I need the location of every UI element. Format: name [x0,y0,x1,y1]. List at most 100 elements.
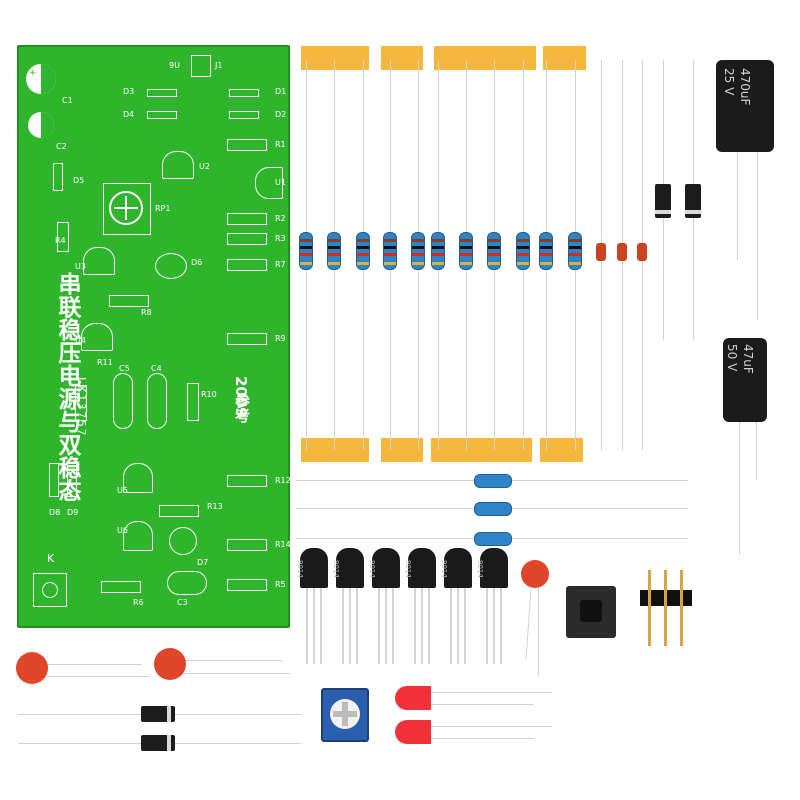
tape-bottom-2 [381,438,423,462]
transistor-9014: 9014 [368,548,400,588]
svg-text:+: + [29,68,37,78]
d7-footprint [169,527,197,555]
c1-footprint: + [26,64,56,94]
r3-footprint [227,233,267,245]
transistor-9014: 9014 [332,548,364,588]
c2-footprint [28,112,54,138]
label-j1: J1 [215,61,223,70]
transistor-lead [493,588,495,664]
label-u2: U2 [199,162,210,171]
rectifier-diode [685,184,701,218]
resistor-horizontal [474,474,512,488]
u4-footprint [81,323,113,351]
resistor [539,232,553,270]
label-u4: U4 [75,336,86,345]
label-d3: D3 [123,87,135,96]
ceramic-capacitor [16,652,48,684]
r4-footprint [57,222,69,252]
transistor-marking: 9014 [476,560,484,578]
label-r5: R5 [275,580,286,589]
transistor-lead [500,588,502,664]
electrolytic-capacitor-47uf: 47uF 50 V [723,338,767,422]
electrolytic-capacitor-470uf: 470uF 25 V [716,60,774,152]
transistor-lead [349,588,351,664]
resistor [459,232,473,270]
label-r11: R11 [97,358,113,367]
tape-top-1 [301,46,369,70]
label-d2: D2 [275,110,287,119]
transistor-9014: 9014 [296,548,328,588]
red-led [395,720,431,744]
transistor-marking: 9014 [332,560,340,578]
board-ref-cn: 参考 [233,393,251,423]
r10-footprint [187,383,199,421]
cap-lower-voltage: 50 V [725,344,739,372]
resistor [356,232,370,270]
label-9u: 9U [169,61,180,70]
ceramic-lead [40,676,150,677]
trimmer-potentiometer [321,688,369,742]
led-lead [426,726,552,727]
transistor-lead [320,588,322,664]
transistor-lead [450,588,452,664]
label-r7: R7 [275,260,286,269]
rp1-footprint [103,183,151,235]
r1-footprint [227,139,267,151]
cap-upper-value: 470uF [738,68,752,106]
rectifier-diode [655,184,671,218]
cap-lead [756,420,757,480]
transistor-marking: 9014 [368,560,376,578]
header-pin [664,570,667,646]
d3-footprint [147,89,177,97]
resistor [383,232,397,270]
label-rp1: RP1 [155,204,171,213]
r6-footprint [101,581,141,593]
r14-footprint [227,539,267,551]
r9-footprint [227,333,267,345]
transistor-9014: 9014 [440,548,472,588]
ceramic-lead [40,664,142,665]
pcb-board: + C1 C2 9U J1 D3 D4 D1 D2 R1 D5 U2 U1 [17,45,291,628]
label-d4: D4 [123,110,135,119]
label-r1: R1 [275,140,286,149]
ceramic-lead [525,588,532,660]
label-c5: C5 [119,364,130,373]
label-r12: R12 [275,476,291,485]
c5-footprint [113,373,133,429]
transistor-lead [306,588,308,664]
transistor-lead [356,588,358,664]
u2-footprint [162,151,194,179]
label-c4: C4 [151,364,162,373]
red-led [395,686,431,710]
board-year: 2009 [232,376,250,418]
transistor-lead [378,588,380,664]
transistor-lead [313,588,315,664]
cap-upper-voltage: 25 V [722,68,736,96]
tape-bottom-3 [431,438,532,462]
header-pin [648,570,651,646]
r5-footprint [227,579,267,591]
j1-footprint [191,55,211,77]
u3-footprint [83,247,115,275]
transistor-marking: 9014 [296,560,304,578]
label-d8: D8 [49,508,61,517]
r12-footprint [227,475,267,487]
transistor-9014: 9014 [476,548,508,588]
label-c3: C3 [177,598,188,607]
label-c2: C2 [56,142,67,151]
tape-top-4 [543,46,586,70]
ceramic-capacitor [521,560,549,588]
c4-footprint [147,373,167,429]
label-c1: C1 [62,96,73,105]
led-lead [426,738,534,739]
label-d5: D5 [73,176,85,185]
label-r14: R14 [275,540,291,549]
rectifier-diode [141,735,175,751]
resistor [299,232,313,270]
transistor-marking: 9014 [440,560,448,578]
label-u6: U6 [117,526,128,535]
label-d6: D6 [191,258,203,267]
ceramic-lead [538,588,539,676]
d8-footprint [49,463,59,497]
